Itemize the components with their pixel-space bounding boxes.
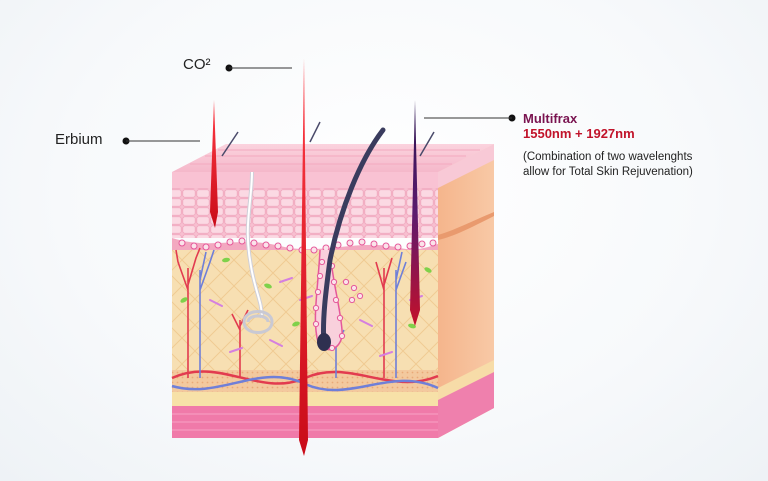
co2-laser-beam-icon (299, 58, 308, 456)
callout-erbium (122, 137, 200, 145)
hair-follicle (312, 127, 386, 352)
label-multifrax-title: Multifrax (523, 111, 578, 126)
block-side-face (438, 144, 494, 438)
label-multifrax-description: (Combination of two wavelenghts allow fo… (523, 150, 743, 180)
label-multifrax-desc-line2: allow for Total Skin Rejuvenation) (523, 166, 693, 178)
callout-multifrax (424, 114, 516, 122)
label-multifrax-desc-line1: (Combination of two wavelenghts (523, 151, 693, 163)
multifrax-laser-beam-icon (410, 100, 420, 326)
block-top-face (172, 144, 494, 172)
label-co2: CO² (183, 56, 211, 73)
callout-co2 (225, 64, 292, 72)
label-multifrax-wavelengths: 1550nm + 1927nm (523, 126, 635, 141)
hair-strand-icon (320, 127, 386, 348)
erbium-laser-beam-icon (210, 100, 218, 228)
label-erbium: Erbium (55, 131, 103, 148)
